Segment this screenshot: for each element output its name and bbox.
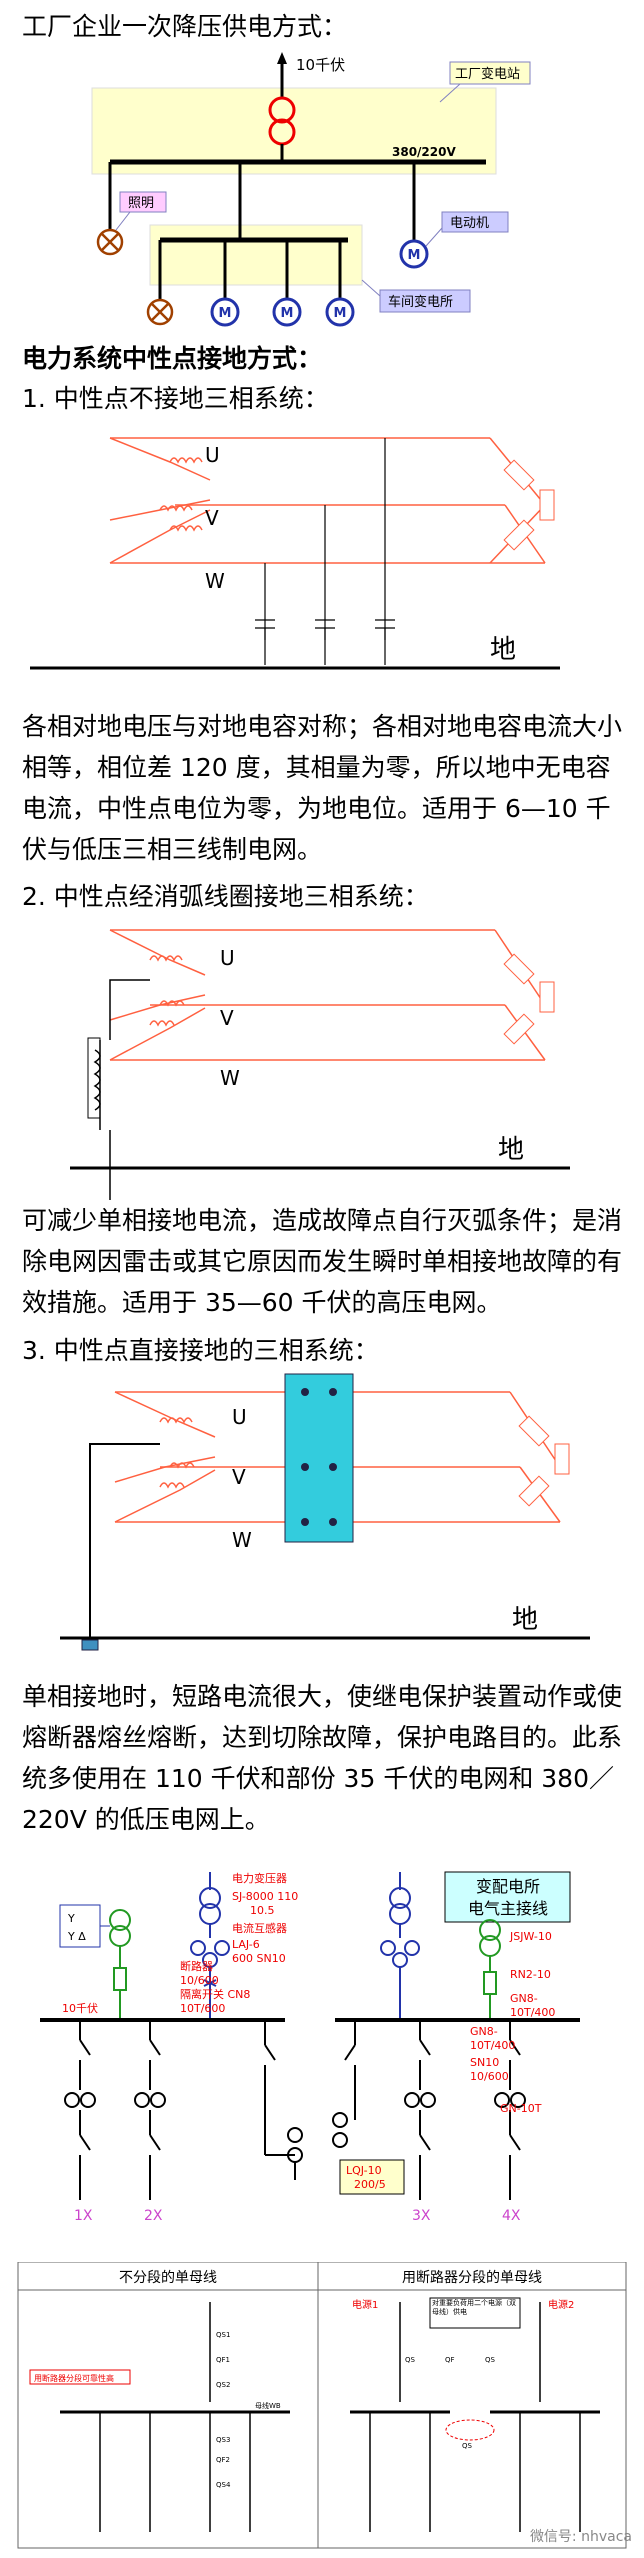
svg-text:电源1: 电源1 bbox=[352, 2298, 378, 2311]
solid-ground-diagram: U V W 地 bbox=[60, 1373, 590, 1651]
svg-text:断路器: 断路器 bbox=[180, 1959, 213, 1973]
svg-text:QF: QF bbox=[445, 2356, 455, 2364]
svg-text:电力变压器: 电力变压器 bbox=[232, 1871, 287, 1885]
svg-text:10/600: 10/600 bbox=[180, 1974, 219, 1987]
svg-text:QF1: QF1 bbox=[216, 2356, 230, 2364]
svg-text:GN8-: GN8- bbox=[510, 1992, 538, 2005]
kv10-label: 10千伏 bbox=[296, 56, 345, 74]
coil-u bbox=[169, 457, 203, 464]
lighting-label: 照明 bbox=[128, 196, 154, 211]
factory-supply-diagram: M M M M 10千伏 工厂变电站 380/220V 照明 电动机 车间变电所 bbox=[91, 52, 531, 327]
svg-text:M: M bbox=[281, 306, 294, 321]
svg-text:地: 地 bbox=[498, 1135, 524, 1165]
busbar-comparison-diagram: 不分段的单母线 用断路器分段的单母线 用断路器分段可靠性高 QS1 QF1 QS… bbox=[17, 2262, 627, 2549]
arc-suppression-coil-icon bbox=[93, 1049, 101, 1111]
feeder-3x bbox=[404, 2020, 436, 2200]
svg-text:U: U bbox=[232, 1405, 247, 1429]
svg-text:U: U bbox=[205, 443, 220, 467]
wiring-title-2: 电气主接线 bbox=[468, 1899, 548, 1918]
workshop-substation-label: 车间变电所 bbox=[388, 294, 453, 310]
svg-text:电流互感器: 电流互感器 bbox=[232, 1921, 287, 1935]
svg-text:SN10: SN10 bbox=[470, 2056, 499, 2069]
svg-text:10T/400: 10T/400 bbox=[510, 2006, 555, 2019]
svg-text:Y Δ: Y Δ bbox=[67, 1930, 86, 1943]
workshop-substation-box bbox=[149, 224, 363, 286]
feeder-2x bbox=[134, 2020, 166, 2200]
svg-text:1X: 1X bbox=[74, 2208, 93, 2224]
svg-text:JSJW-10: JSJW-10 bbox=[509, 1930, 552, 1943]
svg-text:M: M bbox=[219, 306, 232, 321]
svg-text:200/5: 200/5 bbox=[354, 2178, 386, 2191]
svg-text:10千伏: 10千伏 bbox=[62, 2001, 98, 2015]
svg-text:V: V bbox=[205, 506, 219, 530]
arc-suppression-diagram: U V W 地 bbox=[70, 929, 570, 1200]
svg-text:LQJ-10: LQJ-10 bbox=[346, 2164, 382, 2177]
wiring-title-1: 变配电所 bbox=[476, 1877, 540, 1896]
svg-text:2X: 2X bbox=[144, 2208, 163, 2224]
svg-text:10T/400: 10T/400 bbox=[470, 2039, 515, 2052]
section2-title: 电力系统中性点接地方式： bbox=[22, 344, 323, 373]
right-busbar-title: 用断路器分段的单母线 bbox=[402, 2270, 542, 2286]
item2-title: 2. 中性点经消弧线圈接地三相系统： bbox=[22, 882, 429, 911]
svg-text:10T/600: 10T/600 bbox=[180, 2002, 225, 2015]
svg-text:QF2: QF2 bbox=[216, 2456, 230, 2464]
svg-text:M: M bbox=[334, 306, 347, 321]
item1-desc: 各相对地电压与对地电容对称；各相对地电容电流大小相等，相位差 120 度，其相量… bbox=[22, 712, 623, 864]
svg-text:QS4: QS4 bbox=[216, 2481, 231, 2489]
svg-text:GN8-: GN8- bbox=[470, 2025, 498, 2038]
svg-text:QS: QS bbox=[405, 2356, 416, 2364]
svg-text:SJ-8000 110: SJ-8000 110 bbox=[232, 1890, 298, 1903]
svg-text:QS: QS bbox=[462, 2442, 473, 2450]
item1-title: 1. 中性点不接地三相系统： bbox=[22, 384, 329, 413]
item3-title: 3. 中性点直接接地的三相系统： bbox=[22, 1336, 379, 1365]
feeder-4x bbox=[494, 2020, 526, 2200]
main-wiring-diagram: 变配电所 电气主接线 Y Y Δ bbox=[40, 1871, 580, 2224]
svg-text:母线WB: 母线WB bbox=[255, 2401, 281, 2410]
svg-text:W: W bbox=[220, 1066, 240, 1090]
transformer-icon bbox=[268, 96, 296, 124]
svg-text:RN2-10: RN2-10 bbox=[510, 1968, 551, 1981]
motor-icon bbox=[399, 239, 429, 269]
switchgear-box bbox=[284, 1373, 354, 1543]
svg-text:GN-10T: GN-10T bbox=[500, 2102, 542, 2115]
watermark: 微信号: nhvaca bbox=[529, 2529, 632, 2545]
factory-substation-label: 工厂变电站 bbox=[455, 66, 520, 82]
section1-title: 工厂企业一次降压供电方式： bbox=[22, 12, 348, 41]
svg-text:10/600: 10/600 bbox=[470, 2070, 509, 2083]
svg-text:隔离开关 CN8: 隔离开关 CN8 bbox=[180, 1987, 250, 2001]
svg-text:地: 地 bbox=[512, 1605, 538, 1635]
svg-text:4X: 4X bbox=[502, 2208, 521, 2224]
motor-m-label: M bbox=[408, 248, 421, 263]
svg-text:QS: QS bbox=[485, 2356, 496, 2364]
item2-desc: 可减少单相接地电流，造成故障点自行灭弧条件；是消除电网因雷击或其它原因而发生瞬时… bbox=[22, 1206, 623, 1317]
left-busbar-title: 不分段的单母线 bbox=[119, 2270, 217, 2286]
svg-text:QS1: QS1 bbox=[216, 2331, 230, 2339]
dual-source-note: 对重要负荷用二个电源（双母线）供电 bbox=[432, 2299, 516, 2316]
svg-text:QS3: QS3 bbox=[216, 2436, 230, 2444]
svg-text:V: V bbox=[220, 1006, 234, 1030]
feeder-1x bbox=[64, 2020, 96, 2200]
svg-text:用断路器分段可靠性高: 用断路器分段可靠性高 bbox=[34, 2373, 114, 2383]
svg-text:Y: Y bbox=[67, 1912, 75, 1925]
svg-text:U: U bbox=[220, 946, 235, 970]
svg-text:3X: 3X bbox=[412, 2208, 431, 2224]
ungrounded-diagram: U V W 地 bbox=[30, 437, 560, 670]
v380-label: 380/220V bbox=[392, 145, 456, 159]
svg-text:600 SN10: 600 SN10 bbox=[232, 1952, 286, 1965]
svg-text:W: W bbox=[232, 1528, 252, 1552]
svg-text:10.5: 10.5 bbox=[250, 1904, 275, 1917]
item3-desc: 单相接地时，短路电流很大，使继电保护装置动作或使熔断器熔丝熔断，达到切除故障，保… bbox=[22, 1682, 623, 1834]
svg-text:W: W bbox=[205, 569, 225, 593]
svg-text:电源2: 电源2 bbox=[548, 2298, 574, 2311]
svg-text:LAJ-6: LAJ-6 bbox=[232, 1938, 260, 1951]
motor-label: 电动机 bbox=[450, 216, 489, 231]
svg-text:QS2: QS2 bbox=[216, 2381, 230, 2389]
svg-text:地: 地 bbox=[490, 635, 516, 665]
svg-text:V: V bbox=[232, 1465, 246, 1489]
